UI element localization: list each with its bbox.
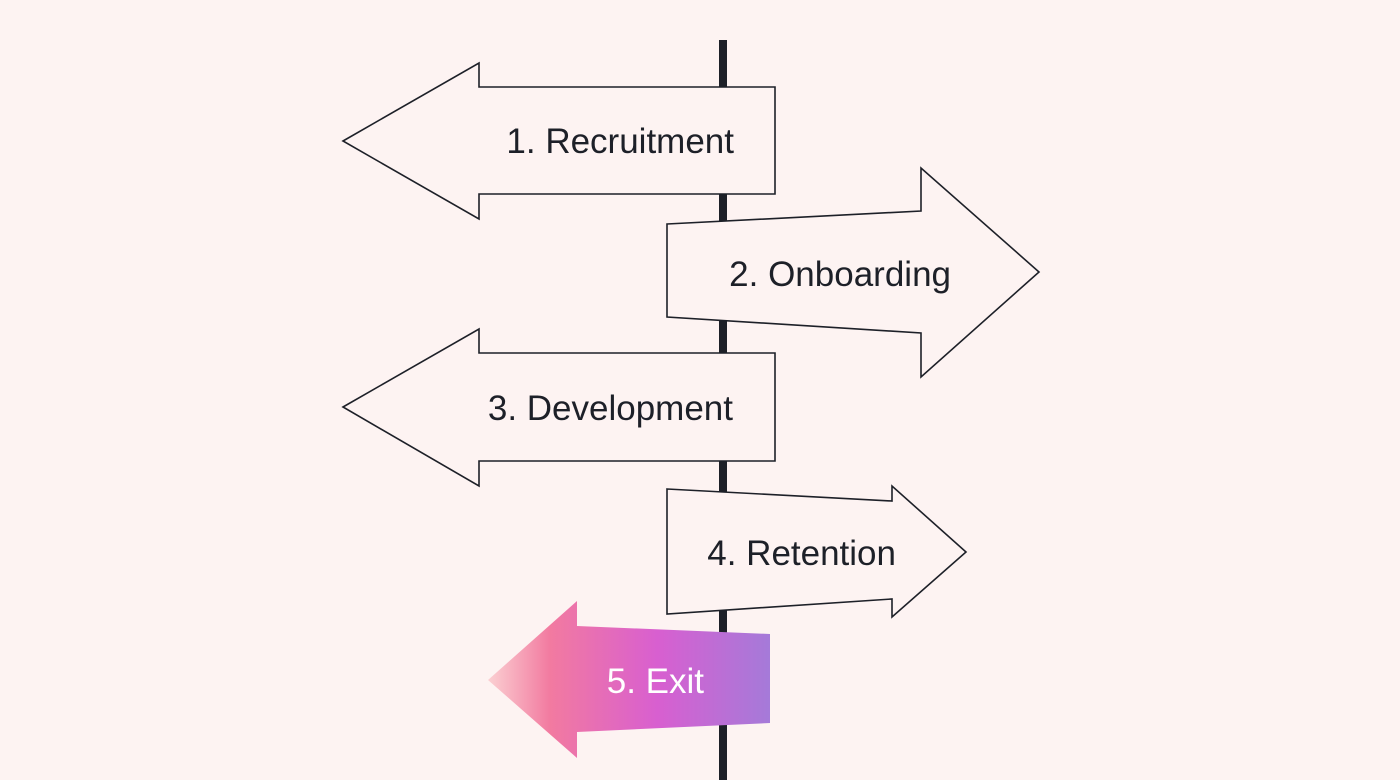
sign-onboarding: 2. Onboarding bbox=[666, 166, 1041, 379]
sign-onboarding-label: 2. Onboarding bbox=[729, 255, 951, 294]
sign-recruitment-arrow bbox=[341, 61, 776, 221]
sign-retention-arrow bbox=[666, 484, 968, 619]
sign-exit-label: 5. Exit bbox=[607, 662, 705, 701]
sign-exit-arrow bbox=[488, 601, 770, 758]
sign-recruitment-label: 1. Recruitment bbox=[506, 122, 734, 161]
sign-development-arrow bbox=[341, 327, 776, 488]
sign-development-label: 3. Development bbox=[488, 389, 733, 428]
sign-recruitment: 1. Recruitment bbox=[341, 61, 776, 221]
sign-retention: 4. Retention bbox=[666, 484, 968, 619]
sign-onboarding-arrow bbox=[666, 166, 1041, 379]
sign-exit: 5. Exit bbox=[488, 601, 770, 758]
sign-retention-label: 4. Retention bbox=[707, 534, 896, 573]
sign-development: 3. Development bbox=[341, 327, 776, 488]
